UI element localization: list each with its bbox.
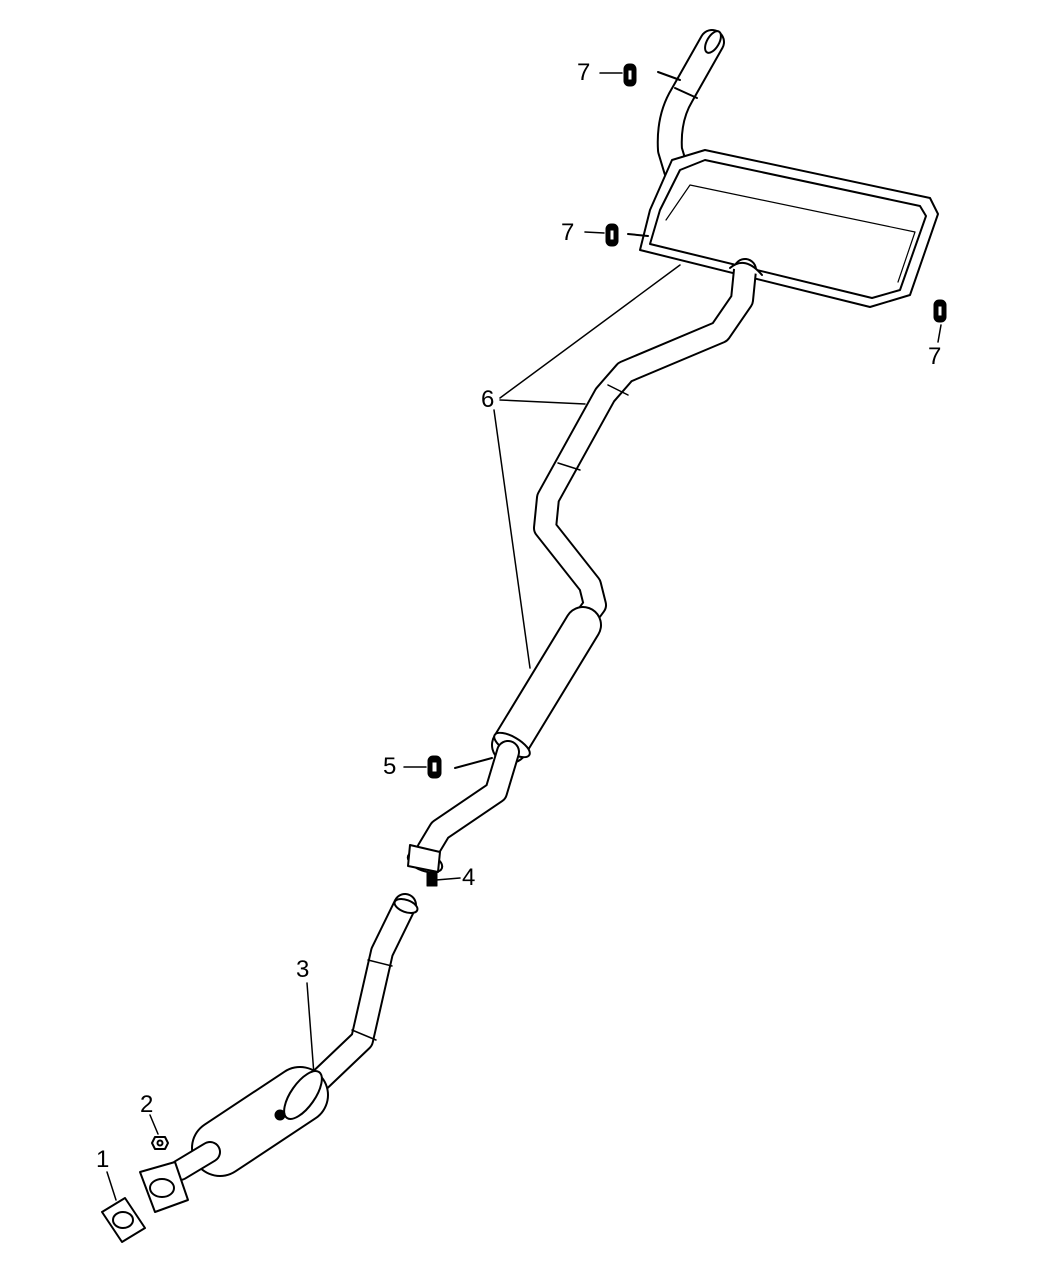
callout-7-right: 7 [928,343,942,370]
clamp [426,871,438,887]
callout-5: 5 [383,753,397,780]
isolator-7a [623,63,637,87]
callout-7-top: 7 [577,59,591,86]
front-intermediate-pipe [406,740,520,874]
callout-6: 6 [481,386,495,413]
leader-lines [106,72,942,1201]
nut [151,1136,169,1150]
callout-2: 2 [140,1091,154,1118]
tailpipe [656,29,725,183]
isolator-5 [427,755,493,779]
flange [139,1161,189,1213]
callout-4: 4 [462,864,476,891]
intermediate-pipe [533,258,763,640]
catalytic-converter [169,1066,329,1181]
isolator-7c [933,299,947,323]
resonator [491,606,602,764]
rear-muffler [639,149,939,308]
callout-1: 1 [96,1146,110,1173]
gasket [101,1197,146,1243]
front-pipe [308,893,419,1092]
callout-7-middle: 7 [561,219,575,246]
callout-3: 3 [296,956,310,983]
isolator-7b [605,223,649,247]
